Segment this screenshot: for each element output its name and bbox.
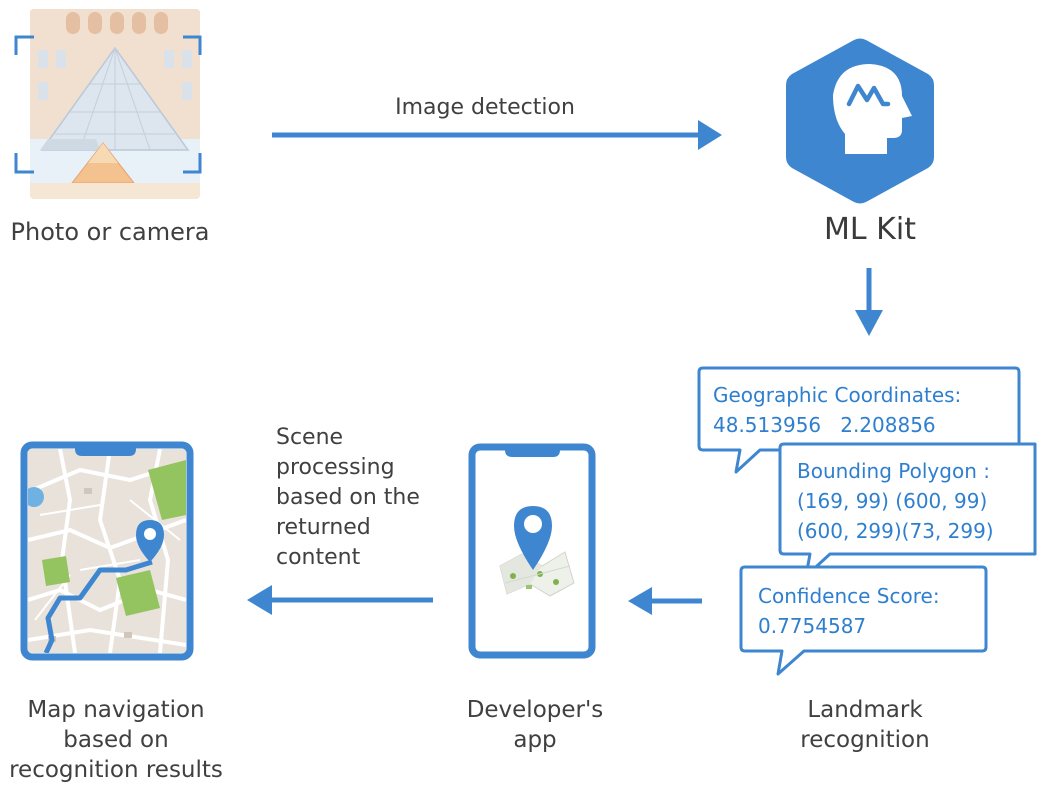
phone-map-pin-icon: [468, 443, 596, 659]
callout-bounding-polygon: [778, 442, 1037, 578]
app-to-map-arrow: [247, 585, 433, 615]
callout-line: 0.7754587: [758, 614, 867, 638]
label-line: based on the: [276, 485, 420, 510]
down-arrow: [855, 268, 883, 336]
bounding-polygon-text: Bounding Polygon : (169, 99) (600, 99) (…: [797, 456, 994, 546]
label-line: app: [513, 727, 557, 753]
ml-kit-label: ML Kit: [824, 212, 916, 247]
label-line: Landmark: [807, 697, 923, 723]
louvre-pyramid-photo-icon: [14, 9, 202, 199]
phone-city-map-icon: [20, 441, 194, 661]
label-line: recognition results: [9, 757, 223, 783]
label-line: Scene: [276, 425, 344, 450]
scene-processing-label: Scene processing based on the returned c…: [276, 423, 456, 573]
callout-line: (169, 99) (600, 99): [797, 489, 988, 513]
label-line: Map navigation: [27, 697, 205, 723]
label-line: content: [276, 545, 361, 570]
developer-app-label: Developer's app: [440, 695, 630, 755]
image-detection-label: Image detection: [395, 95, 575, 120]
callout-line: Geographic Coordinates:: [713, 383, 962, 407]
ml-kit-hexagon-head-icon: [786, 38, 934, 204]
label-line: based on: [63, 727, 169, 753]
label-line: Developer's: [466, 697, 604, 723]
image-detection-arrow: [272, 120, 722, 150]
callout-line: 48.513956 2.208856: [713, 413, 936, 437]
label-line: processing: [276, 455, 395, 480]
landmark-to-app-arrow: [628, 587, 702, 615]
map-navigation-label: Map navigation based on recognition resu…: [0, 695, 232, 785]
geographic-coordinates-text: Geographic Coordinates: 48.513956 2.2088…: [713, 380, 961, 440]
callout-confidence-score: [739, 565, 988, 676]
callout-line: (600, 299)(73, 299): [797, 519, 994, 543]
label-line: returned: [276, 515, 371, 540]
landmark-recognition-label: Landmark recognition: [770, 695, 960, 755]
callout-line: Bounding Polygon :: [797, 459, 990, 483]
label-line: recognition: [800, 727, 930, 753]
photo-or-camera-label: Photo or camera: [10, 218, 210, 246]
callout-line: Confidence Score:: [758, 584, 940, 608]
confidence-score-text: Confidence Score: 0.7754587: [758, 581, 940, 641]
